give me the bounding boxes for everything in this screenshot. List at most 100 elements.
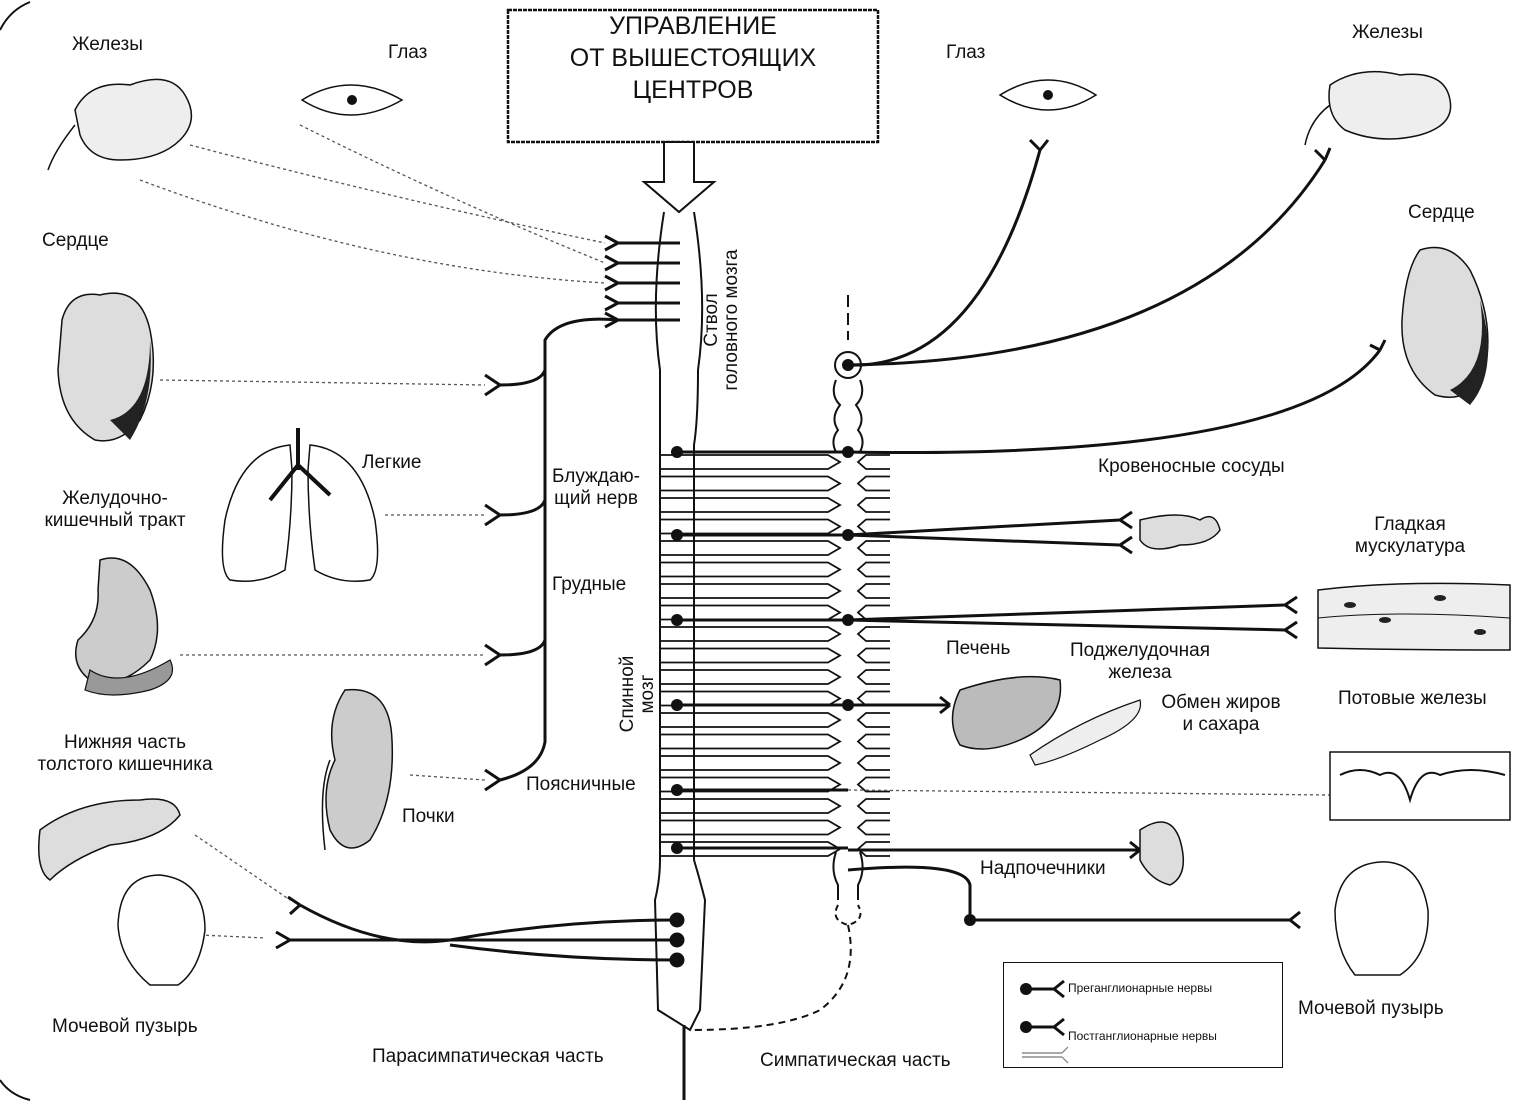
gi-tract-label-line2: кишечный тракт [10,510,220,532]
spinal-segment-rung [660,498,694,512]
chain-segment-chevron [858,713,890,727]
chain-segment-chevron [858,584,890,598]
smooth-muscle-drawing [1318,583,1510,650]
lungs-label: Легкие [362,452,421,474]
right-eye-drawing [1000,80,1096,110]
metabolism-label-line2: и сахара [1148,714,1294,736]
left-eye-label: Глаз [388,42,427,64]
spinal-segment-rung [660,713,694,727]
sympathetic-outflow [677,150,1380,920]
left-stomach-drawing [76,558,173,695]
liver-label: Печень [946,638,1010,660]
metabolism-label-line1: Обмен жиров [1148,692,1294,714]
right-glands-label: Железы [1352,22,1423,44]
liver-drawing [953,677,1061,749]
right-glands-drawing [1305,72,1451,145]
chain-segment-chevron [858,735,890,749]
left-bladder-label: Мочевой пузырь [52,1016,198,1038]
legend-postganglionic-label: Постганглионарные нервы [1068,1029,1217,1043]
brainstem-label: Ствол головного мозга [702,220,742,420]
segment-chevron [694,670,840,684]
brainstem-label-line1: Ствол [702,220,722,420]
segment-chevron [694,477,840,491]
vagus-nerve-label-line1: Блуждаю- [540,466,652,488]
segment-chevron [694,498,840,512]
chain-segment-chevron [858,799,890,813]
adrenal-drawing [1140,822,1183,885]
chain-segment-chevron [858,627,890,641]
spinal-segment-rung [660,477,694,491]
higher-centers-title-line3: ЦЕНТРОВ [508,74,878,106]
blood-vessel-drawing [1140,515,1220,549]
left-bladder-drawing [118,875,205,985]
chain-segment-chevron [858,541,890,555]
segment-chevron [694,584,840,598]
segment-chevron [694,541,840,555]
segment-chevron [694,520,840,534]
chain-segment-chevron [858,778,890,792]
lower-colon-label-line2: толстого кишечника [0,754,250,776]
right-heart-drawing [1402,248,1488,406]
sympathetic-ganglia-dots [671,446,976,926]
left-colon-drawing [39,799,180,880]
spinal-cord-label-line1: Спинной [618,624,638,764]
pancreas-label-line2: железа [1052,662,1228,684]
brainstem-roots [618,243,680,320]
segment-chevron [694,649,840,663]
left-eye-drawing [302,85,402,115]
spinal-cord-label: Спинной мозг [618,624,658,764]
left-glands-drawing [48,79,191,170]
parasympathetic-label: Парасимпатическая часть [372,1046,604,1068]
lower-colon-label: Нижняя часть толстого кишечника [0,732,250,776]
gi-tract-label-line1: Желудочно- [10,488,220,510]
spinal-segment-rung [660,821,694,835]
sweat-gland-drawing [1330,752,1510,820]
chain-segment-chevron [858,756,890,770]
legend: Преганглионарные нервы Постганглионарные… [1003,962,1283,1068]
thoracic-label: Грудные [552,574,626,596]
sweat-postganglionic-fiber [848,790,1330,795]
right-eye-label: Глаз [946,42,985,64]
kidneys-label: Почки [402,806,455,828]
segment-chevron [694,692,840,706]
segment-chevron [694,627,840,641]
spinal-segment-rung [660,627,694,641]
chain-segment-chevron [858,692,890,706]
segment-chevron [694,821,840,835]
gi-tract-label: Желудочно- кишечный тракт [10,488,220,532]
pancreas-label-line1: Поджелудочная [1052,640,1228,662]
left-lungs-drawing [222,428,377,581]
higher-centers-title: УПРАВЛЕНИЕ ОТ ВЫШЕСТОЯЩИХ ЦЕНТРОВ [508,10,878,142]
chain-segment-chevron [858,821,890,835]
chain-segment-chevron [858,520,890,534]
chain-segment-chevron [858,477,890,491]
smooth-muscle-label: Гладкая мускулатура [1330,514,1490,558]
parasympathetic-vagus-trunk [500,319,618,780]
sympathetic-label: Симпатическая часть [760,1050,951,1072]
smooth-muscle-label-line1: Гладкая [1330,514,1490,536]
sacral-parasympathetic [276,897,684,1100]
spinal-segment-rung [660,541,694,555]
spinal-segment-rung [660,735,694,749]
segment-chevron [694,735,840,749]
segment-chevron [694,713,840,727]
legend-symbols [1004,963,1282,1067]
spinal-cord-label-line2: мозг [638,624,658,764]
higher-centers-title-line2: ОТ ВЫШЕСТОЯЩИХ [508,42,878,74]
smooth-muscle-label-line2: мускулатура [1330,536,1490,558]
pancreas-label: Поджелудочная железа [1052,640,1228,684]
chain-segment-chevron [858,649,890,663]
segment-chevron [694,756,840,770]
right-bladder-drawing [1335,862,1428,975]
brainstem-label-line2: головного мозга [722,220,742,420]
left-heart-drawing [58,293,153,441]
segment-chevron [694,563,840,577]
right-heart-label: Сердце [1408,202,1475,224]
segment-chevron [694,799,840,813]
vagus-nerve-label: Блуждаю- щий нерв [540,466,652,510]
right-bladder-label: Мочевой пузырь [1298,998,1444,1020]
higher-centers-title-line1: УПРАВЛЕНИЕ [508,10,878,42]
spinal-segment-rung [660,563,694,577]
metabolism-label: Обмен жиров и сахара [1148,692,1294,736]
legend-preganglionic-label: Преганглионарные нервы [1068,981,1212,995]
